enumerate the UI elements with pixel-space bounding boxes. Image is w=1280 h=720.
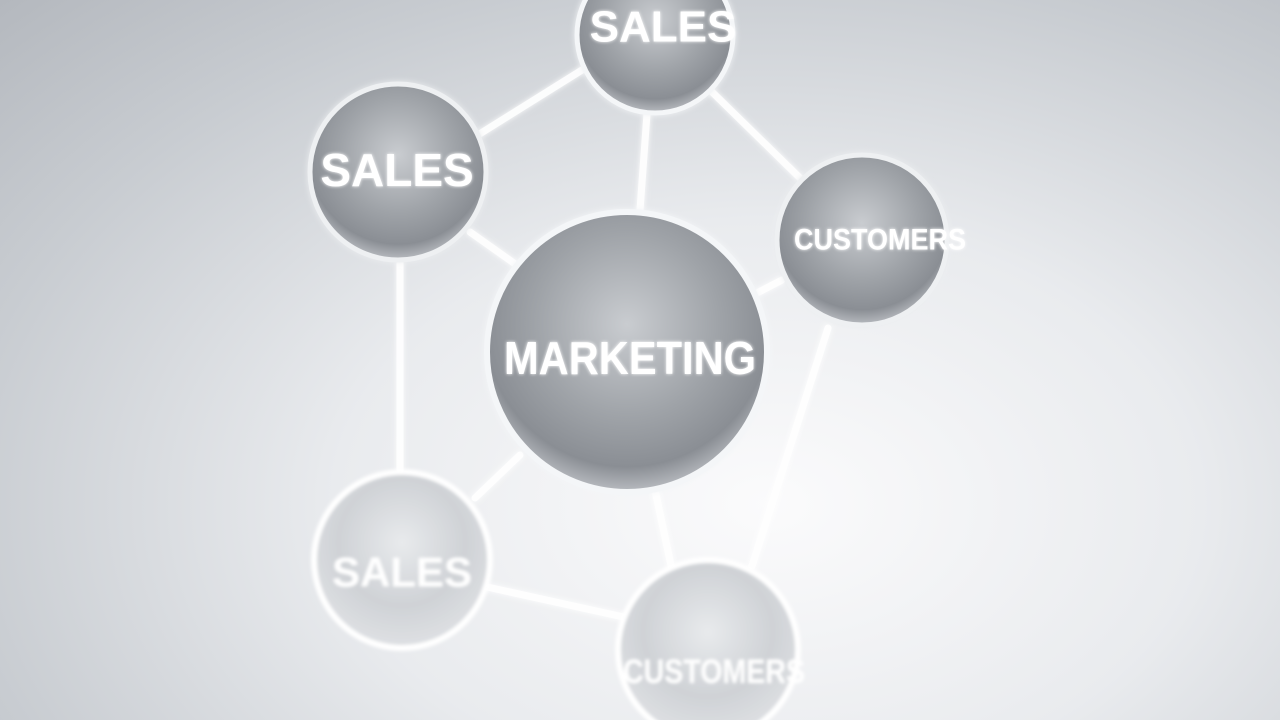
connector-marketing-to-sales-bottom xyxy=(471,451,524,502)
connectors xyxy=(396,61,832,622)
node-label: SALES xyxy=(590,3,737,52)
connector-customers-right-to-customers-bottom xyxy=(748,324,832,570)
node-sales-top: SALES xyxy=(574,0,737,116)
node-sales-bottom: SALES xyxy=(311,469,493,651)
connector-marketing-to-customers-bottom xyxy=(651,486,676,574)
node-customers-bottom: CUSTOMERS xyxy=(615,557,805,720)
node-marketing-center: MARKETING xyxy=(484,209,770,495)
connector-sales-top-to-marketing xyxy=(636,96,652,214)
connector-customers-right-to-marketing xyxy=(751,276,786,298)
node-label: CUSTOMERS xyxy=(794,224,966,257)
node-sphere xyxy=(484,209,770,495)
connector-sales-top-to-sales-left xyxy=(474,61,594,139)
connector-sales-bottom-to-customers-bottom xyxy=(474,581,632,622)
connector-sales-left-to-marketing xyxy=(466,228,522,270)
node-sales-left: SALES xyxy=(307,81,489,263)
node-sphere xyxy=(307,81,489,263)
node-label: SALES xyxy=(320,144,473,196)
node-label: CUSTOMERS xyxy=(623,653,805,691)
node-sphere xyxy=(774,152,950,328)
connector-sales-top-to-customers-right xyxy=(704,84,804,182)
node-customers-right: CUSTOMERS xyxy=(774,152,966,328)
node-label: SALES xyxy=(332,549,472,596)
node-sphere xyxy=(574,0,736,116)
node-label: MARKETING xyxy=(504,332,756,384)
node-sphere xyxy=(311,469,493,651)
node-sphere xyxy=(615,557,801,720)
